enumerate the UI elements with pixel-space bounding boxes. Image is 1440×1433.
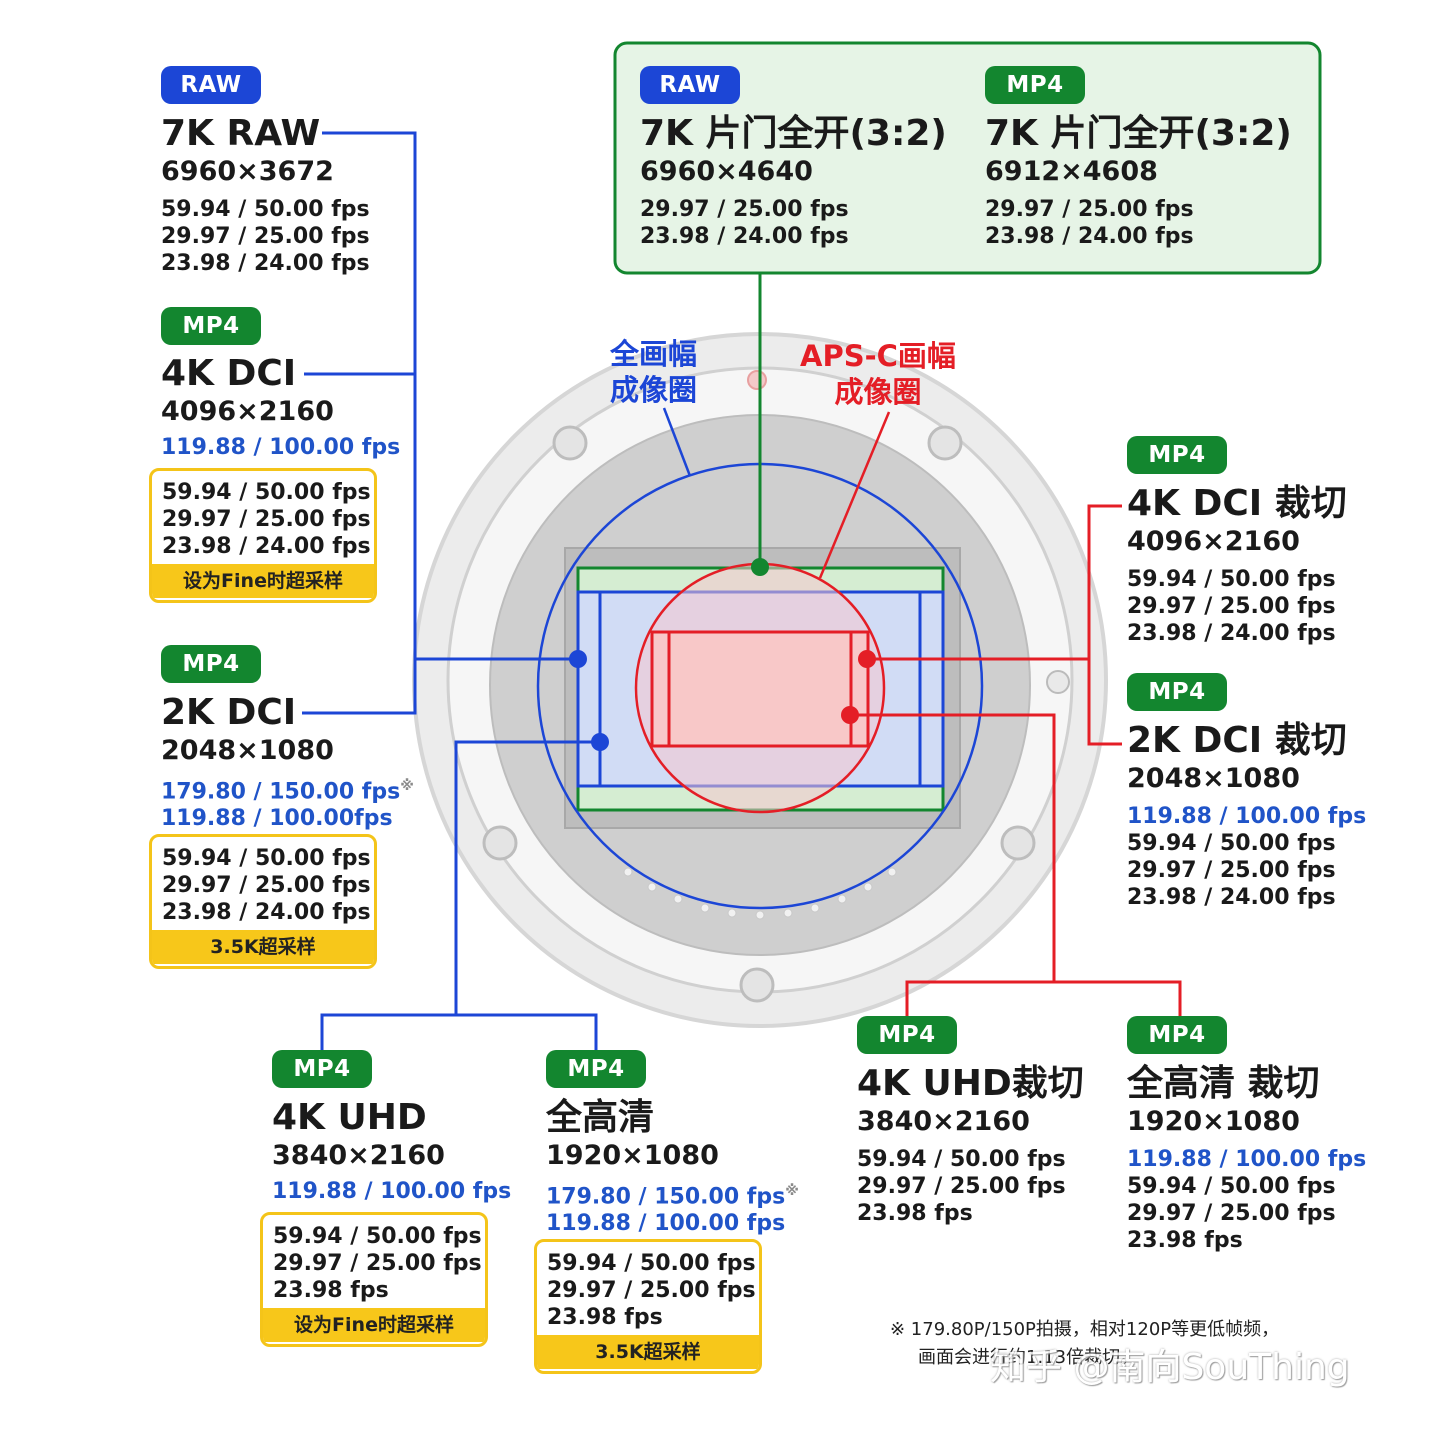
format-2k-dci-crop: 2K DCI 裁切 2048×1080 119.88 / 100.00 fps … (1127, 720, 1367, 910)
format-title: 4K DCI (161, 353, 297, 394)
format-4k-dci-crop: 4K DCI 裁切 4096×2160 59.94 / 50.00 fps 29… (1127, 483, 1347, 646)
supersample-box: 59.94 / 50.00 fps 29.97 / 25.00 fps 23.9… (534, 1239, 762, 1374)
footnote: ※ 179.80P/150P拍摄，相对120P等更低帧频， 画面会进行约1.13… (890, 1319, 1280, 1368)
format-4k-uhd: 4K UHD 3840×2160 119.88 / 100.00 fps (272, 1097, 512, 1204)
watermark: 知乎 @南向SouThing (990, 1347, 1350, 1388)
supersample-note: 设为Fine时超采样 (152, 564, 374, 598)
format-title: 2K DCI 裁切 (1127, 720, 1347, 761)
mount-lock-pin (747, 370, 767, 390)
format-title: 全高清 裁切 (1127, 1063, 1320, 1104)
format-title: 4K UHD裁切 (857, 1063, 1084, 1104)
apsc-leader-lines (850, 504, 1182, 1017)
format-resolution: 6960×4640 (640, 156, 813, 187)
format-resolution: 4096×2160 (1127, 526, 1300, 557)
supersample-box: 59.94 / 50.00 fps 29.97 / 25.00 fps 23.9… (149, 834, 377, 969)
format-fhd: 全高清 1920×1080 179.80 / 150.00 fps※ 119.8… (546, 1097, 799, 1237)
supersample-box: 59.94 / 50.00 fps 29.97 / 25.00 fps 23.9… (260, 1212, 488, 1347)
supersample-box: 59.94 / 50.00 fps 29.97 / 25.00 fps 23.9… (149, 468, 377, 603)
mount-screws (482, 425, 1036, 1003)
format-2k-dci: 2K DCI 2048×1080 179.80 / 150.00 fps※ 11… (161, 692, 414, 832)
open-gate-panel (613, 41, 1322, 275)
raw-tag: RAW (161, 66, 261, 104)
format-fhd-crop: 全高清 裁切 1920×1080 119.88 / 100.00 fps 59.… (1127, 1063, 1367, 1253)
apsc-circle-label: APS-C画幅成像圈 (800, 339, 956, 409)
format-4k-uhd-crop: 4K UHD裁切 3840×2160 59.94 / 50.00 fps 29.… (857, 1063, 1084, 1226)
apsc-crop-frame (650, 630, 870, 748)
format-title: 7K 片门全开(3:2) (640, 113, 947, 154)
supersample-note: 设为Fine时超采样 (263, 1308, 485, 1342)
mp4-tag: MP4 (272, 1050, 372, 1088)
format-title: 7K RAW (161, 113, 321, 154)
mp4-tag: MP4 (1127, 1016, 1227, 1054)
asterisk-mark: ※ (400, 778, 414, 794)
format-7k-raw: 7K RAW 6960×3672 59.94 / 50.00 fps 29.97… (161, 113, 370, 276)
full-frame-leader-lines (302, 131, 600, 1050)
supersample-note: 3.5K超采样 (152, 930, 374, 964)
raw-tag: RAW (640, 66, 740, 104)
format-title: 4K UHD (272, 1097, 427, 1138)
format-resolution: 2048×1080 (161, 735, 334, 766)
mp4-tag: MP4 (161, 307, 261, 345)
format-4k-dci: 4K DCI 4096×2160 119.88 / 100.00 fps (161, 353, 401, 460)
format-title: 全高清 (546, 1097, 655, 1138)
format-resolution: 4096×2160 (161, 396, 334, 427)
full-frame-circle-label: 全画幅成像圈 (610, 337, 698, 407)
format-resolution: 2048×1080 (1127, 763, 1300, 794)
format-resolution: 6912×4608 (985, 156, 1158, 187)
mp4-tag: MP4 (857, 1016, 957, 1054)
mp4-tag: MP4 (985, 66, 1085, 104)
mp4-tag: MP4 (546, 1050, 646, 1088)
mp4-tag: MP4 (1127, 436, 1227, 474)
asterisk-mark: ※ (785, 1183, 799, 1199)
format-resolution: 6960×3672 (161, 156, 334, 187)
format-resolution: 3840×2160 (272, 1140, 445, 1171)
format-resolution: 3840×2160 (857, 1106, 1030, 1137)
format-resolution: 1920×1080 (1127, 1106, 1300, 1137)
mp4-tag: MP4 (161, 645, 261, 683)
format-title: 2K DCI (161, 692, 297, 733)
supersample-note: 3.5K超采样 (537, 1335, 759, 1369)
format-title: 4K DCI 裁切 (1127, 483, 1347, 524)
mount-release-button (1046, 670, 1070, 694)
format-resolution: 1920×1080 (546, 1140, 719, 1171)
format-open-gate-raw: 7K 片门全开(3:2) 6960×4640 29.97 / 25.00 fps… (640, 113, 947, 249)
format-open-gate-mp4: 7K 片门全开(3:2) 6912×4608 29.97 / 25.00 fps… (985, 113, 1292, 249)
format-title: 7K 片门全开(3:2) (985, 113, 1292, 154)
mount-contacts (623, 867, 897, 920)
mp4-tag: MP4 (1127, 673, 1227, 711)
